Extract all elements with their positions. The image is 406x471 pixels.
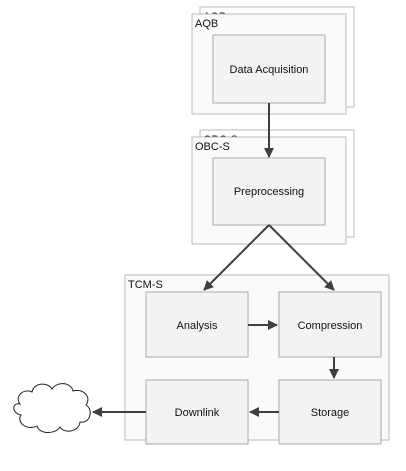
data-acquisition-node: Data Acquisition	[212, 34, 326, 104]
preprocessing-node: Preprocessing	[212, 157, 326, 226]
downlink-label: Downlink	[175, 407, 220, 419]
storage-label: Storage	[311, 407, 350, 419]
compression-label: Compression	[298, 320, 363, 332]
downlink-node: Downlink	[145, 379, 249, 445]
data-acquisition-label: Data Acquisition	[230, 64, 309, 76]
arrow-preprocessing-to-compression	[268, 224, 335, 291]
aqb-back-label: AQB	[203, 11, 226, 23]
preprocessing-box	[212, 157, 326, 226]
aqb-container: AQB AQB Data Acquisition	[191, 6, 355, 115]
preprocessing-label: Preprocessing	[234, 186, 304, 198]
obc-label: OBC-S	[195, 141, 230, 153]
storage-box	[278, 379, 382, 445]
compression-box	[278, 291, 382, 358]
cloud-icon	[13, 383, 91, 433]
tcm-label: TCM-S	[128, 279, 163, 291]
analysis-node: Analysis	[145, 291, 249, 358]
analysis-box	[145, 291, 249, 358]
compression-node: Compression	[278, 291, 382, 358]
arrow-preprocessing-to-analysis	[203, 224, 270, 291]
tcm-container: TCM-S Analysis Compression Downlink Stor…	[124, 274, 390, 445]
obc-back-label: OBC-S	[203, 134, 238, 146]
aqb-label: AQB	[195, 18, 218, 30]
storage-node: Storage	[278, 379, 382, 445]
obc-container: OBC-S OBC-S Preprocessing	[191, 129, 355, 245]
data-acquisition-box	[212, 34, 326, 104]
downlink-box	[145, 379, 249, 445]
analysis-label: Analysis	[177, 320, 218, 332]
